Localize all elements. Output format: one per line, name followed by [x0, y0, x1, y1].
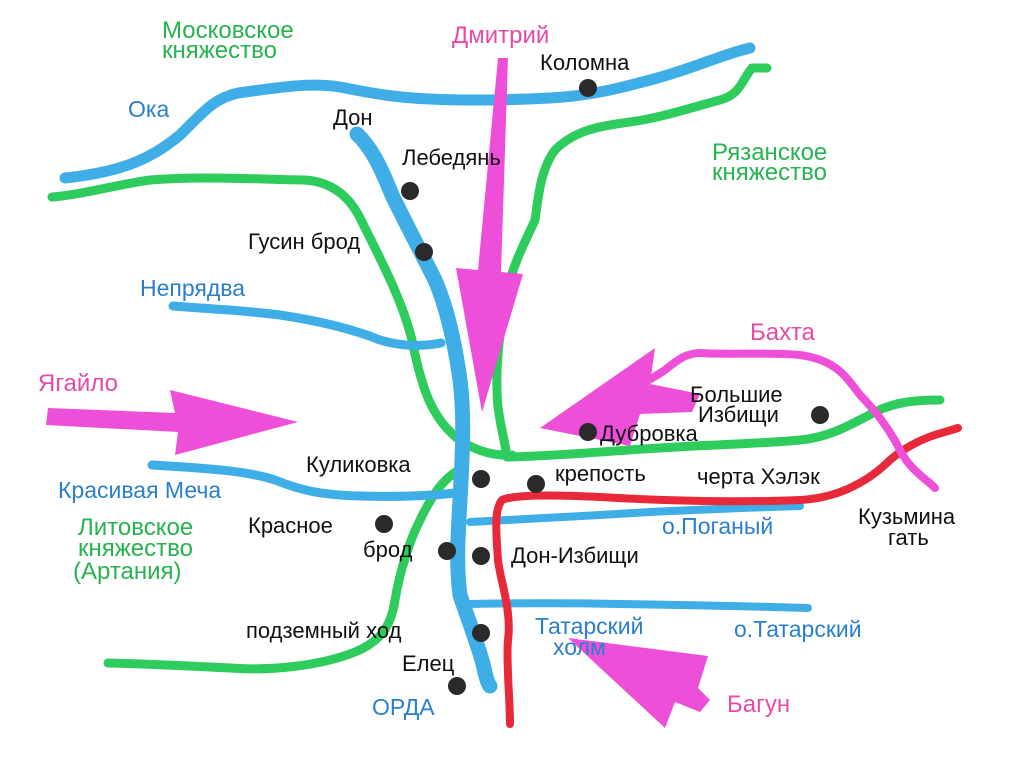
dot-podzemny-khod: [472, 624, 490, 642]
dmitry-arrow: [456, 58, 523, 412]
river-ogany: [466, 502, 804, 526]
yagailo-arrow: [46, 390, 298, 455]
river-nepryadva: [168, 301, 446, 350]
borders: [47, 63, 945, 674]
place-label-podzemny-khod: подземный ход: [246, 618, 402, 643]
bakhta-arrow: [540, 348, 700, 446]
river-label-oka: Ока: [128, 96, 169, 122]
dot-dubrovka: [579, 423, 597, 441]
place-label-kuzmina-gat-1: Кузьмина: [858, 504, 956, 529]
person-label-yagailo: Ягайло: [38, 370, 118, 397]
place-dots: [375, 79, 829, 695]
chert-line: [492, 424, 962, 728]
region-labels: Московское княжество Рязанское княжество…: [73, 17, 827, 585]
place-label-bolshie-izbishchi-1: Большие: [690, 382, 783, 407]
dot-kolomna: [579, 79, 597, 97]
dot-krepost: [527, 475, 545, 493]
river-oka: [59, 42, 756, 184]
dot-kulikovka: [472, 470, 490, 488]
place-label-dubrovka: Дубровка: [600, 421, 698, 446]
border-moscow-lithuania: [47, 173, 517, 460]
place-label-tatarsky-kholm-1: Татарский: [535, 613, 643, 639]
place-label-don-izbishchi: Дон-Избищи: [511, 543, 639, 568]
region-ryazan-line2: княжество: [712, 159, 827, 186]
place-label-bolshie-izbishchi-2: Избищи: [698, 402, 779, 427]
person-labels: Дмитрий Ягайло Бахта Багун: [38, 22, 816, 718]
army-arrows: [46, 58, 710, 728]
place-label-gusin-brod: Гусин брод: [248, 229, 360, 254]
dot-elets: [448, 677, 466, 695]
person-label-bagun: Багун: [727, 691, 790, 718]
river-label-tatarsky: о.Татарский: [734, 616, 862, 642]
border-lithuania-south: [103, 463, 467, 674]
place-label-orda: ОРДА: [372, 694, 435, 720]
region-ryazan-line1: Рязанское: [712, 139, 827, 166]
region-lithuania-line3: (Артания): [73, 558, 182, 585]
blue-place-labels: Татарский холм ОРДА: [372, 613, 643, 720]
region-lithuania-line1: Литовское: [78, 514, 193, 541]
river-label-nepryadva: Непрядва: [140, 275, 245, 301]
river-tatarsky: [464, 599, 812, 612]
river-krasivaya-mecha: [147, 460, 460, 501]
chert-khelek-line: [492, 424, 962, 728]
place-label-chert-khelek: черта Хэлэк: [697, 464, 820, 489]
river-don: [349, 126, 498, 694]
place-label-krepost: крепость: [555, 461, 646, 486]
rivers: [59, 42, 812, 694]
river-label-ogany: о.Поганый: [662, 513, 773, 539]
place-label-tatarsky-kholm-2: холм: [553, 634, 606, 660]
bakhta-route: [624, 349, 939, 492]
dot-brod: [438, 542, 456, 560]
dot-don-izbishchi: [472, 547, 490, 565]
dot-gusin-brod: [415, 243, 433, 261]
place-label-don: Дон: [333, 105, 373, 130]
bakhta-route-line: [624, 349, 939, 492]
person-label-dmitry: Дмитрий: [452, 22, 549, 49]
place-labels: Коломна Дон Лебедянь Гусин брод Большие …: [246, 50, 956, 676]
place-label-kuzmina-gat-2: гать: [888, 525, 929, 550]
river-labels: Ока Непрядва Красивая Меча о.Поганый о.Т…: [58, 96, 862, 642]
river-label-krasivaya-mecha: Красивая Меча: [58, 477, 221, 503]
place-label-krasnoe: Красное: [248, 513, 333, 538]
dot-krasnoe: [375, 515, 393, 533]
region-lithuania-line2: княжество: [78, 535, 193, 562]
person-label-bakhta: Бахта: [750, 319, 816, 346]
border-ryazan-south: [502, 395, 945, 462]
place-label-kolomna: Коломна: [540, 50, 630, 75]
bagun-arrow: [568, 638, 710, 728]
region-moscow-line2: княжество: [162, 37, 277, 64]
place-label-lebedyan: Лебедянь: [402, 145, 501, 170]
place-label-kulikovka: Куликовка: [306, 452, 411, 477]
border-moscow-ryazan: [492, 63, 772, 462]
place-label-brod: брод: [363, 537, 413, 562]
place-label-elets: Елец: [402, 651, 455, 676]
dot-lebedyan: [401, 182, 419, 200]
region-moscow-line1: Московское: [162, 17, 294, 44]
dot-bolshie-izbishchi: [811, 406, 829, 424]
